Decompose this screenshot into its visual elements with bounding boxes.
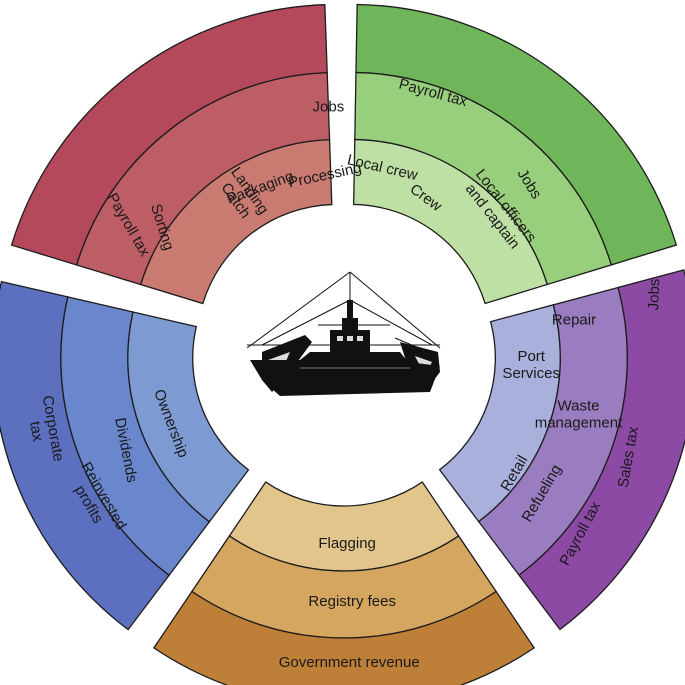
wheel-bands: [0, 3, 685, 685]
port-label-line: Waste: [558, 398, 600, 415]
port-ring-3-label-1: Jobs: [645, 278, 663, 310]
port-label-line: management: [535, 415, 623, 432]
government-ring-3-label-1: Government revenue: [279, 654, 420, 671]
port-label-line: Repair: [552, 311, 596, 328]
ownership-ring-3-band: [0, 280, 170, 631]
harvest-ring-3-label-2: Jobs: [313, 99, 345, 116]
government-ring-2-label-1: Registry fees: [308, 593, 396, 610]
government-ring-3-band: [152, 590, 536, 685]
port-ring-3-band: [518, 269, 685, 631]
ownership-label-line: tax: [26, 420, 46, 443]
port-label-line: Jobs: [645, 278, 663, 310]
fishing-trawler-icon: [246, 271, 441, 396]
government-ring-1-label-1: Flagging: [318, 535, 376, 552]
government-label-line: Government revenue: [279, 654, 420, 671]
harvest-ring-3-band: [10, 4, 328, 266]
crew-ring-3-band: [355, 3, 678, 266]
port-ring-2-label-1: Repair: [552, 311, 596, 328]
government-label-line: Registry fees: [308, 593, 396, 610]
port-label-line: Services: [502, 365, 560, 382]
government-label-line: Flagging: [318, 535, 376, 552]
harvest-label-line: Jobs: [313, 99, 345, 116]
port-label-line: Port: [517, 348, 545, 365]
